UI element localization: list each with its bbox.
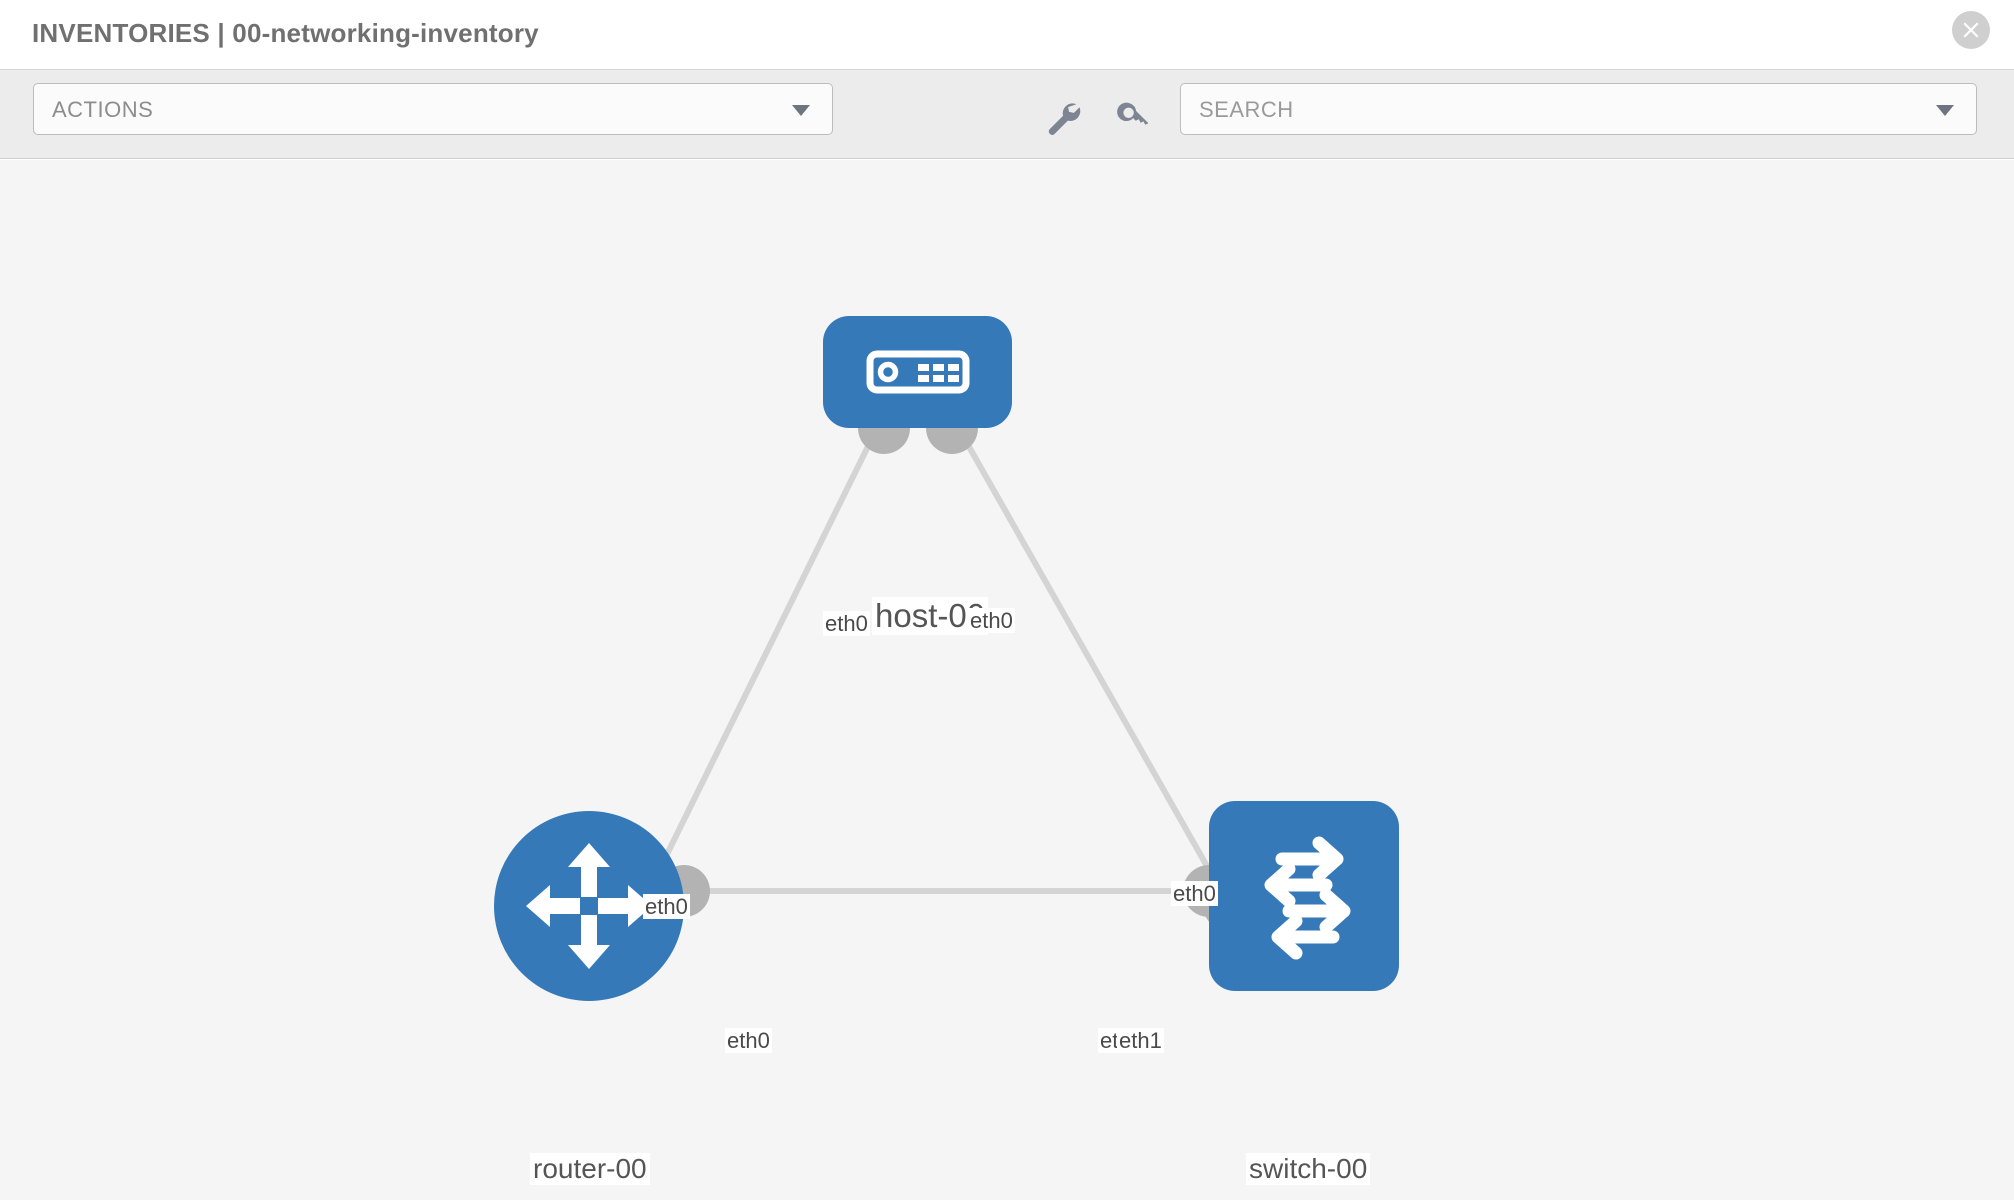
topology-canvas[interactable]: host-00 router-00 switch-00 eth0 eth0 et… — [0, 160, 2014, 1200]
search-placeholder: SEARCH — [1199, 97, 1294, 122]
interface-label-switch-uplink: eth0 — [1171, 881, 1218, 907]
switch-arrows-icon — [1264, 836, 1351, 960]
actions-dropdown-label: ACTIONS — [52, 97, 154, 122]
interface-label-router-eth0: eth0 — [725, 1028, 772, 1054]
edge-host-switch — [952, 420, 1232, 907]
key-icon[interactable] — [1112, 95, 1156, 139]
node-label-host-00: host-00 — [872, 597, 989, 635]
node-label-router-00: router-00 — [530, 1153, 650, 1186]
interface-label-host-right: eth0 — [968, 608, 1015, 634]
interface-label-host-left: eth0 — [823, 611, 870, 637]
search-input[interactable]: SEARCH — [1180, 83, 1977, 135]
switch-node-shape — [1209, 801, 1399, 991]
host-node-shape — [823, 316, 1012, 428]
edge-host-router — [638, 420, 883, 909]
page-title: INVENTORIES | 00-networking-inventory — [32, 18, 539, 48]
chevron-down-icon — [792, 105, 810, 116]
interface-label-router-uplink: eth0 — [643, 894, 690, 920]
topology-node-switch-00[interactable] — [1209, 801, 1399, 991]
chevron-down-icon — [1936, 105, 1954, 116]
node-label-switch-00: switch-00 — [1246, 1153, 1371, 1186]
actions-dropdown[interactable]: ACTIONS — [33, 83, 833, 135]
topology-node-host-00[interactable] — [823, 316, 1012, 428]
router-arrows-icon — [526, 843, 652, 969]
close-icon[interactable] — [1952, 11, 1990, 49]
server-icon — [866, 350, 970, 394]
page-header: INVENTORIES | 00-networking-inventory — [0, 0, 2014, 70]
interface-label-switch-eth1: eth1 — [1117, 1028, 1164, 1054]
wrench-icon[interactable] — [1040, 95, 1084, 139]
